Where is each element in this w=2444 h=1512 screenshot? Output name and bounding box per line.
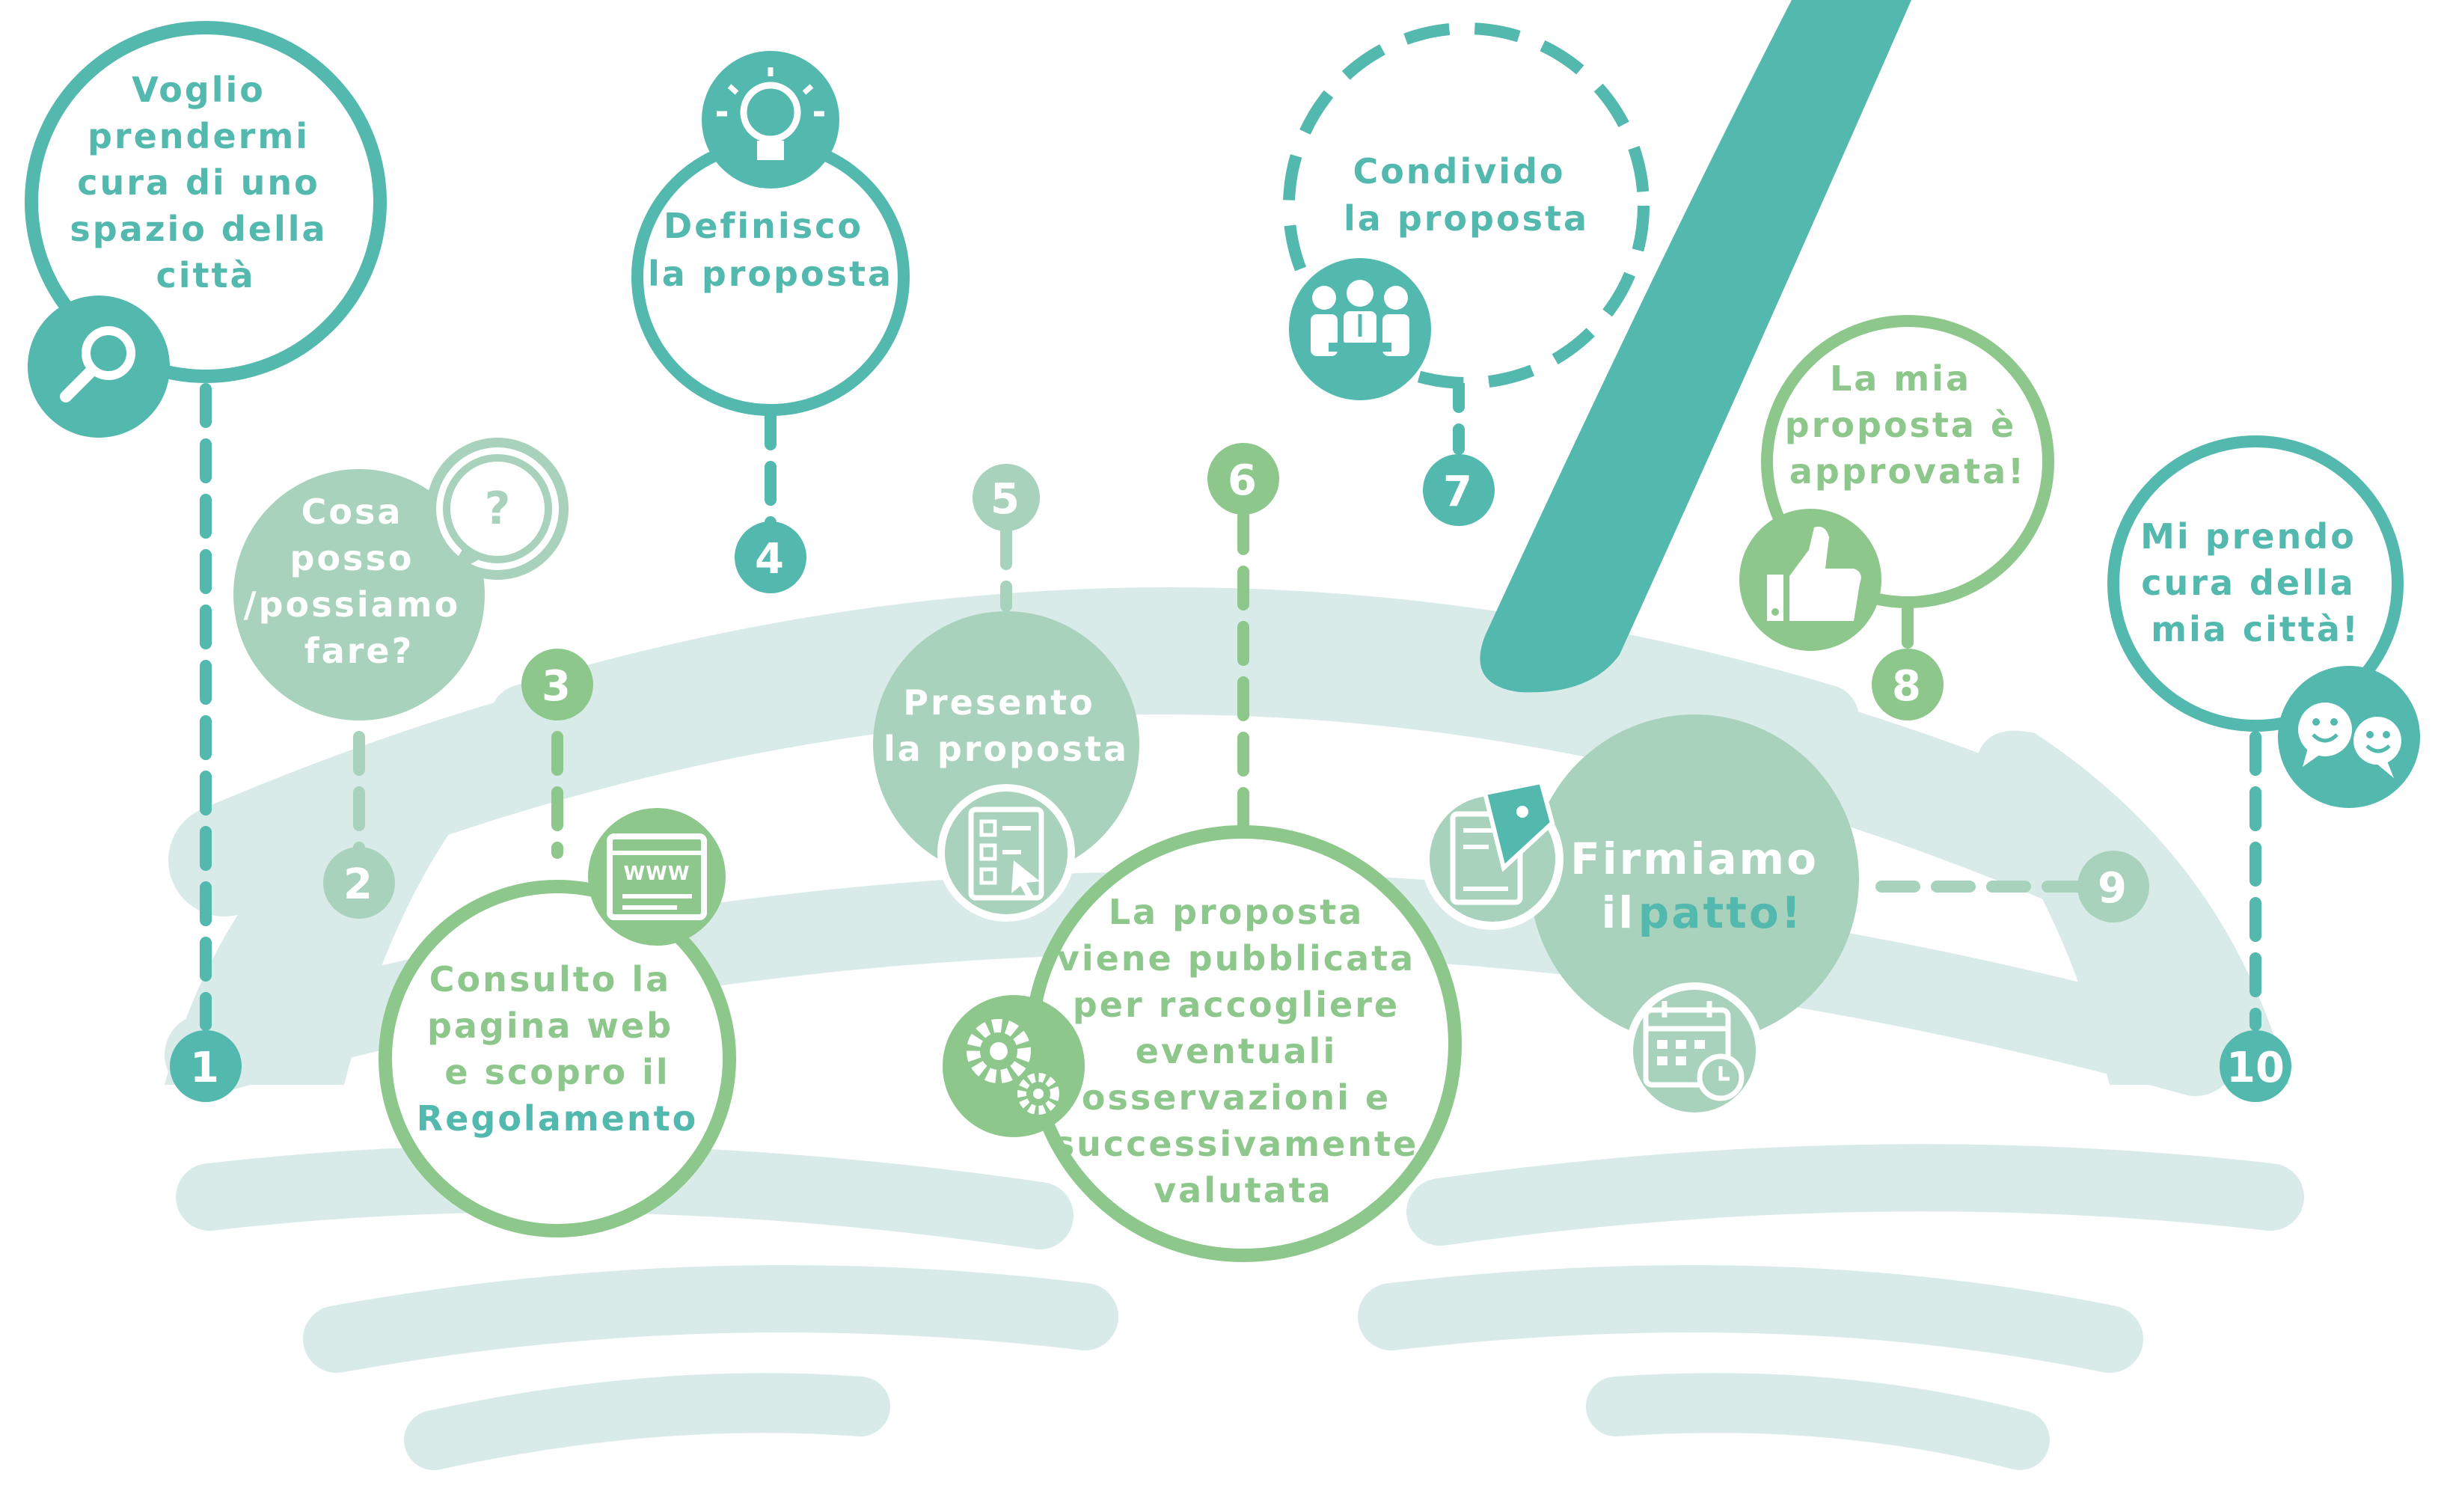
- step-2-text: Cosa posso /possiamo fare?: [244, 492, 474, 671]
- step-6-text: La proposta viene pubblicata per raccogl…: [1054, 892, 1433, 1210]
- step-5-number: 5: [990, 475, 1022, 524]
- step-3-text: Consulto la pagina web e scopro il: [427, 959, 687, 1092]
- fountain-pen-illustration: [1480, 0, 1911, 693]
- step-7-badge: [1423, 454, 1495, 526]
- step-5-badge: [973, 464, 1040, 531]
- step-10: Mi prendo cura della mia città! 10: [2107, 435, 2420, 1102]
- step-6-badge: [1207, 443, 1279, 515]
- step-10-text: Mi prendo cura della mia città!: [2140, 516, 2371, 649]
- step-1-text: Voglio prendermi cura di uno spazio dell…: [70, 70, 341, 296]
- lightbulb-icon: [702, 51, 839, 189]
- step-7-text: Condivido la proposta: [1344, 151, 1589, 239]
- meeting-people-icon: [1289, 258, 1431, 400]
- step-5: Presento la proposta 5: [873, 464, 1139, 922]
- question-bubble-icon: ?: [426, 438, 569, 580]
- step-3-highlight: Regolamento: [417, 1098, 698, 1139]
- step-4: Definisco la proposta 4: [631, 51, 910, 593]
- step-2-badge: [323, 847, 395, 919]
- step-1-circle: [25, 21, 387, 383]
- step-8: La mia proposta è approvata! 8: [1739, 315, 2054, 720]
- step-8-text: La mia proposta è approvata!: [1785, 358, 2030, 492]
- pen-nib-document-icon: [1421, 779, 1564, 930]
- step-1-badge: [170, 1030, 242, 1102]
- step-7: Condivido la proposta 7: [1289, 151, 1589, 526]
- step-4-badge: [735, 521, 806, 593]
- dashed-connectors: [200, 368, 2261, 1031]
- step-4-text: Definisco la proposta: [648, 206, 893, 294]
- step-9: Firmiamo il patto!: [1421, 714, 2149, 1120]
- step-9-title: Firmiamo: [1570, 833, 1819, 884]
- step-6-number: 6: [1228, 456, 1259, 505]
- step-10-badge: [2220, 1030, 2291, 1102]
- thumbs-up-icon: [1739, 509, 1881, 651]
- step-2-number: 2: [343, 860, 375, 909]
- website-icon-text: WWW: [623, 863, 690, 885]
- step-3-badge: [521, 649, 593, 720]
- step-1-number: 1: [190, 1044, 221, 1092]
- magnifier-icon: [28, 296, 170, 438]
- gears-icon: [943, 995, 1085, 1137]
- website-icon: WWW: [588, 808, 726, 946]
- step-1: Voglio prendermi cura di uno spazio dell…: [25, 21, 387, 1102]
- step-10-circle: [2107, 435, 2404, 732]
- step-4-number: 4: [755, 535, 786, 584]
- step-3-circle: [379, 880, 736, 1237]
- step-9-badge: [2077, 851, 2149, 922]
- step-2: Cosa posso /possiamo fare? ? 2: [233, 438, 569, 919]
- step-7-number: 7: [1443, 468, 1474, 516]
- calendar-clock-icon: [1626, 982, 1763, 1120]
- step-6: La proposta viene pubblicata per raccogl…: [943, 443, 1462, 1262]
- step-2-circle: [233, 469, 485, 720]
- step-5-circle: [873, 611, 1139, 878]
- step-3-number: 3: [542, 662, 573, 711]
- checklist-form-icon: [937, 784, 1075, 922]
- step-10-number: 10: [2226, 1044, 2285, 1092]
- svg-text:?: ?: [485, 483, 511, 535]
- step-8-badge: [1872, 649, 1944, 720]
- step-9-number: 9: [2098, 864, 2129, 913]
- step-5-text: Presento la proposta: [883, 682, 1129, 769]
- step-3: Consulto la pagina web e scopro il Regol…: [379, 649, 736, 1237]
- step-8-number: 8: [1892, 662, 1923, 711]
- smiley-chat-icon: [2278, 666, 2420, 808]
- step-9-subtitle: il patto!: [1602, 887, 1804, 938]
- step-9-circle: [1530, 714, 1859, 1044]
